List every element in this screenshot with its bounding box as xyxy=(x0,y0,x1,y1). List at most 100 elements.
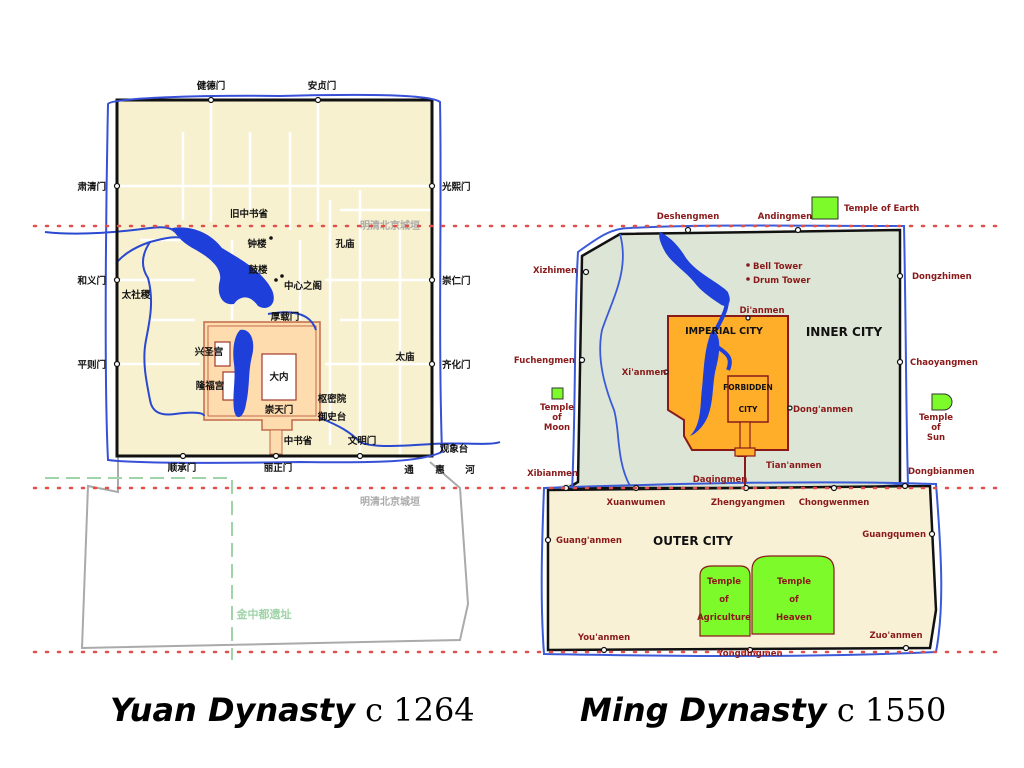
temple-sun xyxy=(931,393,953,411)
river-he-label: 河 xyxy=(465,464,475,476)
ming-river-west xyxy=(599,233,631,487)
tiananmen-stem xyxy=(739,421,751,451)
zhongshusheng-label: 中书省 xyxy=(284,435,313,447)
temple-agriculture xyxy=(699,565,751,637)
gate-anzhen-label: 安贞门 xyxy=(308,80,337,92)
bell-tower-label: Bell Tower xyxy=(753,262,803,272)
daqingmen-label: Daqingmen xyxy=(693,475,748,485)
gulou-label: 鼓楼 xyxy=(248,264,268,276)
temple-agri-line1: Temple xyxy=(707,577,741,587)
ming-lake-north xyxy=(659,232,730,306)
gate-fuchengmen-label: Fuchengmen xyxy=(514,356,575,366)
temple-heaven-line3: Heaven xyxy=(776,613,812,623)
ming-tower-dots xyxy=(746,263,750,281)
kongmiao-label: 孔庙 xyxy=(335,238,355,250)
jin-zhongdu-outline xyxy=(45,477,233,660)
gate-xuanwumen-label: Xuanwumen xyxy=(607,498,666,508)
gate-guanganmen-label: Guang'anmen xyxy=(556,536,622,546)
forbidden-city xyxy=(727,375,769,423)
zhongshu-gate xyxy=(269,429,283,455)
ming-map: Deshengmen Andingmen Xizhimen Dongzhimen… xyxy=(514,196,978,659)
gate-youanmen-label: You'anmen xyxy=(577,633,630,643)
yuan-lake-south xyxy=(233,329,254,418)
yuan-palace-inner xyxy=(207,325,317,417)
gate-chongwenmen-label: Chongwenmen xyxy=(799,498,870,508)
temple-sun-line1: Temple xyxy=(919,413,953,423)
taisheji-label: 太社稷 xyxy=(122,289,151,301)
wall-label-bottom: 明清北京城垣 xyxy=(360,495,420,508)
danei-label: 大内 xyxy=(269,371,288,383)
houzaimen-label: 厚载门 xyxy=(271,311,300,323)
gate-zuoanmen-label: Zuo'anmen xyxy=(869,631,922,641)
taimiao-label: 太庙 xyxy=(395,351,415,363)
yuan-title: Yuan Dynasty xyxy=(110,691,355,729)
yuan-streets xyxy=(117,100,432,455)
ming-lake-mid xyxy=(690,330,720,436)
chongtianmen-label: 崇天门 xyxy=(265,404,294,416)
yuan-blue-halo xyxy=(104,93,444,464)
longfugong-label: 隆福宫 xyxy=(196,380,225,392)
yuan-caption: Yuan Dynasty c 1264 xyxy=(110,685,475,735)
yuan-lake-north xyxy=(172,227,274,309)
city-label: CITY xyxy=(739,405,758,414)
zhongxinzhige-label: 中心之阁 xyxy=(284,280,322,292)
temple-sun-line3: Sun xyxy=(927,433,945,443)
drum-tower-label: Drum Tower xyxy=(753,276,811,286)
ming-river-moat xyxy=(714,291,732,371)
gate-jiande-label: 健德门 xyxy=(197,80,226,92)
gate-suqing-label: 肃清门 xyxy=(77,181,106,193)
xingshenggong-box xyxy=(214,341,231,367)
ming-qing-outline xyxy=(80,455,470,650)
temple-agri-line2: of xyxy=(719,595,729,605)
yushitai-label: 御史台 xyxy=(317,411,347,423)
river-tong-label: 通 xyxy=(404,465,414,476)
gate-wenming-label: 文明门 xyxy=(347,435,377,447)
zhonglou-label: 钟楼 xyxy=(247,238,267,250)
temple-heaven xyxy=(751,555,835,635)
gate-xibianmen-label: Xibianmen xyxy=(527,469,578,479)
temple-heaven-line2: of xyxy=(789,595,799,605)
ming-title: Ming Dynasty xyxy=(580,691,827,729)
jiuzhongshusheng-label: 旧中书省 xyxy=(230,208,269,220)
xianmen-label: Xi'anmen xyxy=(622,368,667,378)
temple-moon-line3: Moon xyxy=(544,423,570,433)
gate-shuncheng-label: 顺承门 xyxy=(168,462,197,474)
temple-earth xyxy=(811,196,839,220)
ming-caption: Ming Dynasty c 1550 xyxy=(580,685,946,735)
forbidden-label: FORBIDDEN xyxy=(723,383,773,392)
ming-gate-markers xyxy=(544,226,936,654)
yuan-landmark-dots xyxy=(269,236,284,282)
gate-chongren-label: 崇仁门 xyxy=(442,275,471,287)
inner-city-label: INNER CITY xyxy=(806,325,883,339)
guanxiangtai-label: 观象台 xyxy=(439,443,469,455)
yuan-date: c 1264 xyxy=(365,691,475,729)
temple-heaven-line1: Temple xyxy=(777,577,811,587)
yuan-gate-markers xyxy=(113,96,436,460)
gate-andingmen-label: Andingmen xyxy=(758,212,812,222)
gate-xizhimen-label: Xizhimen xyxy=(533,266,577,276)
danei-box xyxy=(261,353,297,401)
gate-guangqumen-label: Guangqumen xyxy=(862,530,926,540)
gate-dongzhimen-label: Dongzhimen xyxy=(912,272,972,282)
shumiyuan-label: 枢密院 xyxy=(318,393,347,405)
ming-wall-reference-lines xyxy=(32,224,1002,654)
river-hui-label: 惠 xyxy=(435,464,445,476)
gate-zhengyangmen-label: Zhengyangmen xyxy=(711,498,785,508)
temple-moon-line2: of xyxy=(552,413,562,423)
gate-dongbianmen-label: Dongbianmen xyxy=(908,467,975,477)
yuan-map: 健德门 安贞门 肃清门 光熙门 和义门 崇仁门 平则门 齐化门 顺承门 丽正门 … xyxy=(44,80,501,660)
tiananmen-label: Tian'anmen xyxy=(766,461,822,471)
temple-earth-label: Temple of Earth xyxy=(844,204,919,214)
gate-chaoyangmen-label: Chaoyangmen xyxy=(910,358,978,368)
temple-moon xyxy=(551,387,564,400)
xingshenggong-label: 兴圣宫 xyxy=(195,346,224,358)
gate-guangxi-label: 光熙门 xyxy=(441,181,471,193)
gate-pingze-label: 平则门 xyxy=(77,359,106,371)
donganmen-label: Dong'anmen xyxy=(793,405,853,415)
dianmen-label: Di'anmen xyxy=(739,306,784,316)
temple-moon-line1: Temple xyxy=(540,403,574,413)
gate-heyi-label: 和义门 xyxy=(76,275,106,287)
wall-label-top: 明清北京城垣 xyxy=(360,219,420,232)
temple-sun-line2: of xyxy=(931,423,941,433)
